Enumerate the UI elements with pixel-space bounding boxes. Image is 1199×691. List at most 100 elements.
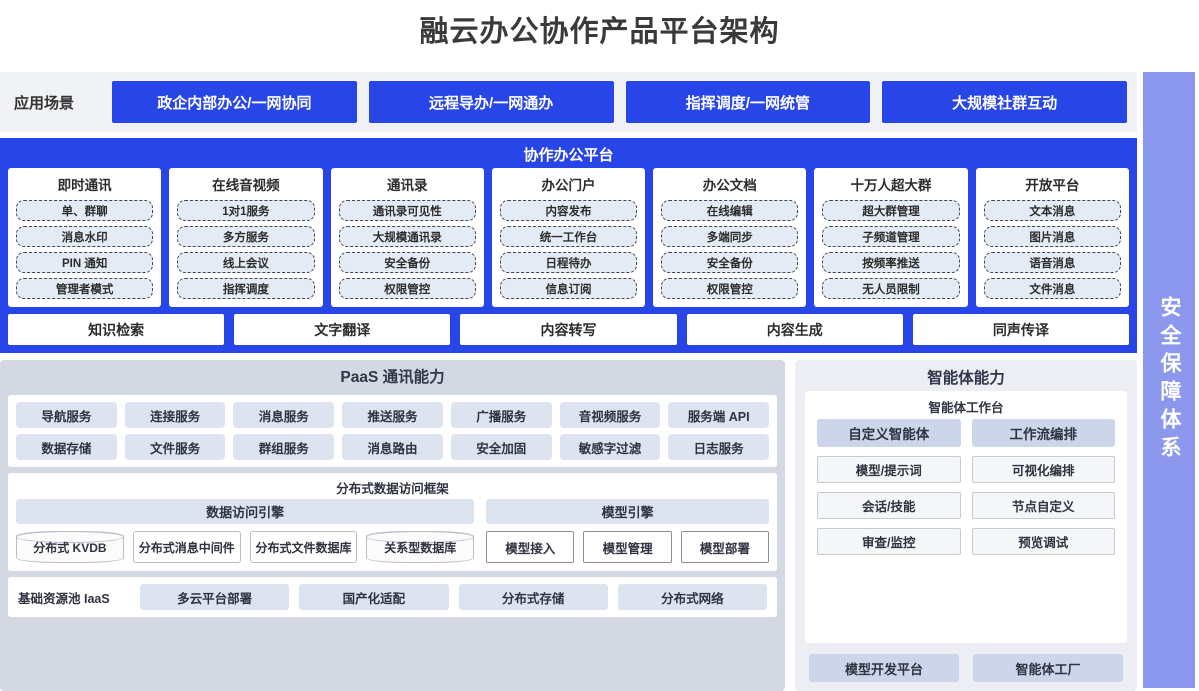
collab-item[interactable]: 日程待办 [499, 252, 638, 273]
collab-item[interactable]: 无人员限制 [822, 278, 960, 299]
collab-item[interactable]: 安全备份 [338, 252, 476, 273]
agent-footer-model-platform[interactable]: 模型开发平台 [809, 654, 959, 682]
main-column: 应用场景 政企内部办公/一网协同 远程导办/一网通办 指挥调度/一网统管 大规模… [0, 72, 1137, 691]
collab-item[interactable]: 子频道管理 [822, 226, 960, 247]
agent-footer-agent-factory[interactable]: 智能体工厂 [973, 654, 1123, 682]
agent-footer: 模型开发平台 智能体工厂 [805, 654, 1127, 682]
agent-item-session-skill[interactable]: 会话/技能 [817, 492, 961, 519]
paas-grid-row: 导航服务 连接服务 消息服务 推送服务 广播服务 音视频服务 服务端 API [16, 402, 770, 428]
capability-text-translation[interactable]: 文字翻译 [234, 314, 451, 345]
collab-item[interactable]: 信息订阅 [499, 278, 638, 299]
paas-service[interactable]: 广播服务 [450, 402, 552, 428]
collab-item[interactable]: 通讯录可见性 [338, 200, 476, 221]
agent-item-model-prompt[interactable]: 模型/提示词 [817, 456, 961, 483]
collab-item[interactable]: 在线编辑 [661, 200, 799, 221]
collab-item[interactable]: 线上会议 [177, 252, 315, 273]
scenario-label: 应用场景 [14, 94, 75, 112]
collab-card-title: 即时通讯 [57, 178, 112, 193]
collab-card-title: 办公门户 [541, 178, 596, 193]
collab-card-im[interactable]: 即时通讯 单、群聊 消息水印 PIN 通知 管理者模式 [8, 168, 162, 307]
capability-content-transcription[interactable]: 内容转写 [460, 314, 677, 345]
paas-grid-row: 数据存储 文件服务 群组服务 消息路由 安全加固 敏感字过滤 日志服务 [16, 434, 770, 460]
collab-card-supergroup[interactable]: 十万人超大群 超大群管理 子频道管理 按频率推送 无人员限制 [814, 168, 968, 307]
collab-item[interactable]: 图片消息 [983, 226, 1121, 247]
agent-item-visual-orchestration[interactable]: 可视化编排 [971, 456, 1115, 483]
datastore-relational-db[interactable]: 关系型数据库 [366, 530, 475, 563]
collab-card-portal[interactable]: 办公门户 内容发布 统一工作台 日程待办 信息订阅 [491, 168, 646, 307]
collab-item[interactable]: 消息水印 [16, 226, 154, 247]
collab-item[interactable]: 1对1服务 [177, 200, 315, 221]
collab-card-rtc[interactable]: 在线音视频 1对1服务 多方服务 线上会议 指挥调度 [169, 168, 323, 307]
scenario-button-0[interactable]: 政企内部办公/一网协同 [112, 81, 357, 123]
agent-column-custom: 自定义智能体 模型/提示词 会话/技能 审查/监控 [817, 419, 961, 555]
iaas-item-distributed-network[interactable]: 分布式网络 [617, 584, 767, 610]
paas-service[interactable]: 服务端 API [668, 402, 770, 428]
collab-item[interactable]: 文件消息 [983, 278, 1121, 299]
capability-simultaneous-interpretation[interactable]: 同声传译 [912, 314, 1130, 345]
collab-item[interactable]: 超大群管理 [822, 200, 960, 221]
paas-service[interactable]: 日志服务 [668, 434, 770, 460]
agent-workbench: 智能体工作台 自定义智能体 模型/提示词 会话/技能 审查/监控 工作流编排 可… [805, 391, 1127, 643]
paas-panel: PaaS 通讯能力 导航服务 连接服务 消息服务 推送服务 广播服务 音视频服务… [0, 360, 785, 691]
collab-card-contacts[interactable]: 通讯录 通讯录可见性 大规模通讯录 安全备份 权限管控 [330, 168, 484, 307]
scenario-button-2[interactable]: 指挥调度/一网统管 [625, 81, 871, 123]
collab-item[interactable]: 文本消息 [983, 200, 1121, 221]
collab-item[interactable]: 权限管控 [338, 278, 476, 299]
model-access[interactable]: 模型接入 [486, 531, 575, 563]
paas-service[interactable]: 群组服务 [233, 434, 335, 460]
scenario-button-3[interactable]: 大规模社群互动 [882, 81, 1127, 123]
collab-card-docs[interactable]: 办公文档 在线编辑 多端同步 安全备份 权限管控 [653, 168, 807, 307]
collab-item[interactable]: 统一工作台 [499, 226, 638, 247]
collaboration-platform: 协作办公平台 即时通讯 单、群聊 消息水印 PIN 通知 管理者模式 在线音视频… [0, 138, 1137, 353]
page-title: 融云办公协作产品平台架构 [419, 16, 780, 48]
collab-item[interactable]: 内容发布 [499, 200, 638, 221]
iaas-item-localization[interactable]: 国产化适配 [299, 584, 449, 610]
paas-service[interactable]: 导航服务 [16, 402, 117, 428]
capability-content-generation[interactable]: 内容生成 [686, 314, 903, 345]
model-deployment[interactable]: 模型部署 [680, 531, 770, 563]
paas-service[interactable]: 推送服务 [342, 402, 443, 428]
collab-item[interactable]: 多方服务 [177, 226, 315, 247]
paas-service[interactable]: 消息服务 [233, 402, 335, 428]
data-store-list: 分布式 KVDB 分布式消息中间件 分布式文件数据库 关系型数据库 [15, 530, 475, 563]
collab-item[interactable]: 语音消息 [983, 252, 1121, 273]
collab-card-openplatform[interactable]: 开放平台 文本消息 图片消息 语音消息 文件消息 [975, 168, 1129, 307]
datastore-file-db[interactable]: 分布式文件数据库 [249, 531, 358, 563]
collab-item[interactable]: 大规模通讯录 [338, 226, 476, 247]
scenario-row: 应用场景 政企内部办公/一网协同 远程导办/一网通办 指挥调度/一网统管 大规模… [0, 72, 1137, 132]
iaas-label: 基础资源池 IaaS [18, 591, 110, 606]
scenario-button-1[interactable]: 远程导办/一网通办 [368, 81, 614, 123]
engine-headers: 数据访问引擎 模型引擎 [16, 499, 769, 524]
datastore-kvdb[interactable]: 分布式 KVDB [15, 530, 124, 563]
datastore-message-middleware[interactable]: 分布式消息中间件 [132, 531, 241, 563]
agent-columns: 自定义智能体 模型/提示词 会话/技能 审查/监控 工作流编排 可视化编排 节点… [817, 419, 1115, 555]
collab-item[interactable]: 权限管控 [661, 278, 799, 299]
agent-column-header[interactable]: 自定义智能体 [817, 419, 961, 447]
collab-card-title: 十万人超大群 [850, 178, 932, 193]
collab-item[interactable]: 单、群聊 [16, 200, 154, 221]
agent-column-workflow: 工作流编排 可视化编排 节点自定义 预览调试 [971, 419, 1115, 555]
agent-column-header[interactable]: 工作流编排 [971, 419, 1115, 447]
collab-item[interactable]: PIN 通知 [16, 252, 154, 273]
paas-service[interactable]: 安全加固 [450, 434, 552, 460]
agent-item-node-custom[interactable]: 节点自定义 [971, 492, 1115, 519]
agent-workbench-title: 智能体工作台 [928, 401, 1004, 415]
collab-item[interactable]: 按频率推送 [822, 252, 960, 273]
capability-knowledge-retrieval[interactable]: 知识检索 [8, 314, 225, 345]
collab-item[interactable]: 管理者模式 [16, 278, 154, 299]
paas-service[interactable]: 敏感字过滤 [559, 434, 661, 460]
agent-item-audit-monitor[interactable]: 审查/监控 [817, 528, 961, 555]
paas-service[interactable]: 音视频服务 [559, 402, 661, 428]
paas-service[interactable]: 连接服务 [124, 402, 226, 428]
paas-service[interactable]: 数据存储 [16, 434, 117, 460]
model-management[interactable]: 模型管理 [583, 531, 672, 563]
collab-item[interactable]: 安全备份 [661, 252, 799, 273]
iaas-item-multicloud[interactable]: 多云平台部署 [140, 584, 290, 610]
iaas-item-distributed-storage[interactable]: 分布式存储 [458, 584, 608, 610]
framework-title: 分布式数据访问框架 [336, 482, 449, 496]
paas-service[interactable]: 消息路由 [342, 434, 443, 460]
paas-service[interactable]: 文件服务 [124, 434, 226, 460]
agent-item-preview-debug[interactable]: 预览调试 [971, 528, 1115, 555]
collab-item[interactable]: 多端同步 [661, 226, 799, 247]
collab-item[interactable]: 指挥调度 [177, 278, 315, 299]
